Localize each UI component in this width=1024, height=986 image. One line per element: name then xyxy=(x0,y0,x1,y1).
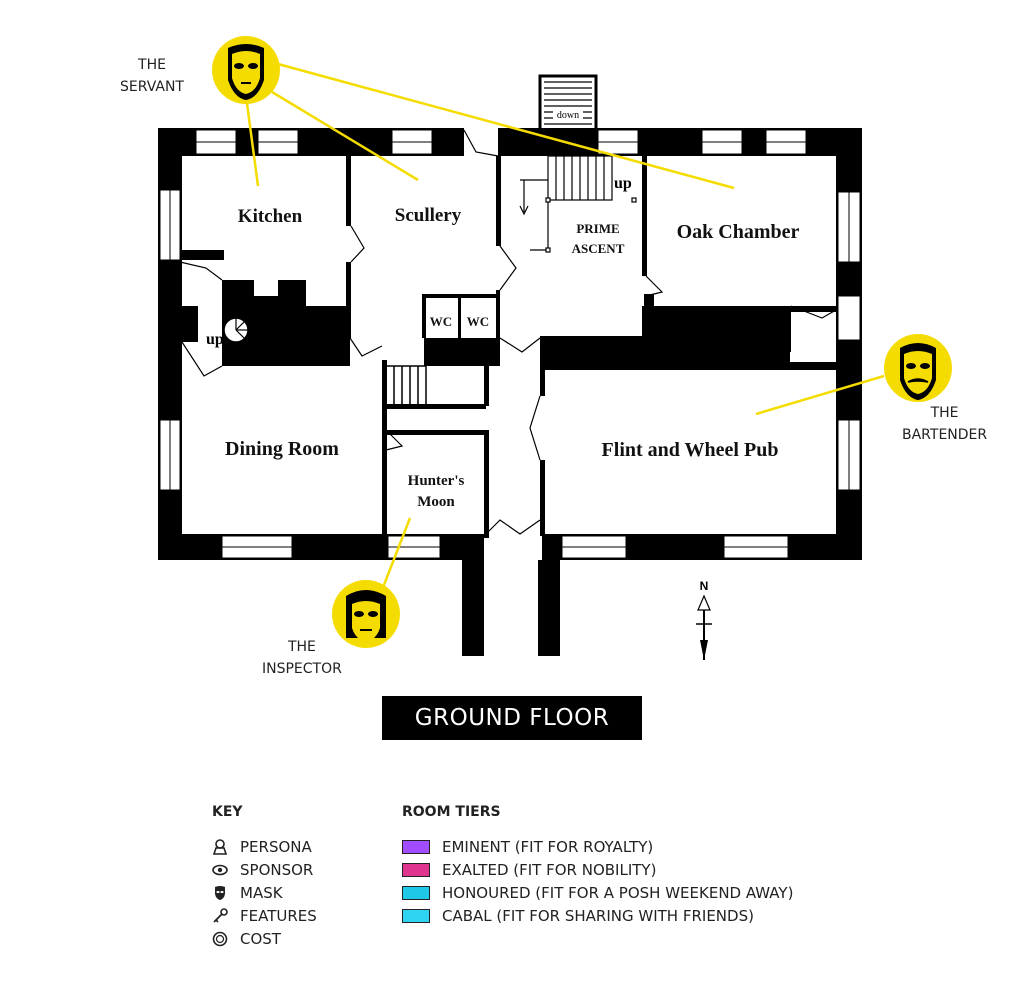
mask-icon xyxy=(215,886,225,900)
inspector-label-line1: THE xyxy=(287,639,316,655)
room-flint-and-wheel-pub: Flint and Wheel Pub xyxy=(602,439,779,461)
tier-label-exalted: EXALTED (FIT FOR NOBILITY) xyxy=(442,861,657,879)
wc-left-label: WC xyxy=(430,314,452,329)
tier-exalted: EXALTED (FIT FOR NOBILITY) xyxy=(402,859,656,881)
room-kitchen: Kitchen xyxy=(238,206,303,227)
tier-swatch-eminent xyxy=(402,840,430,854)
internal-walls xyxy=(158,156,836,560)
key-item-persona: PERSONA xyxy=(212,836,312,858)
key-heading: KEY xyxy=(212,804,243,820)
cost-coin-icon xyxy=(212,931,228,947)
sponsor-eye-icon xyxy=(212,864,228,876)
persona-connectors xyxy=(244,62,885,591)
servant-label-line2: SERVANT xyxy=(120,79,184,95)
inspector-mask-icon[interactable] xyxy=(332,580,400,648)
tier-cabal: CABAL (FIT FOR SHARING WITH FRIENDS) xyxy=(402,905,754,927)
doors xyxy=(165,129,837,537)
key-features-icon xyxy=(213,908,228,923)
chimney-stair-down: down xyxy=(538,74,598,132)
room-prime-ascent-2: ASCENT xyxy=(572,241,625,256)
wc-right-label: WC xyxy=(467,314,489,329)
bartender-mask-icon[interactable] xyxy=(884,334,952,402)
key-item-cost: COST xyxy=(212,928,281,950)
tier-label-honoured: HONOURED (FIT FOR A POSH WEEKEND AWAY) xyxy=(442,884,794,902)
floor-title: GROUND FLOOR xyxy=(382,696,642,740)
floor-plan: down xyxy=(158,36,952,660)
servant-label-line1: THE xyxy=(138,57,166,73)
windows xyxy=(159,129,861,559)
room-scullery: Scullery xyxy=(395,205,462,226)
down-label: down xyxy=(557,110,579,121)
room-dining-room: Dining Room xyxy=(225,438,339,460)
tier-swatch-exalted xyxy=(402,863,430,877)
compass-n-label: N xyxy=(700,579,709,593)
key-label-features: FEATURES xyxy=(240,907,317,925)
bartender-label-line2: BARTENDER xyxy=(902,427,988,443)
servant-mask-icon[interactable] xyxy=(212,36,280,104)
key-item-sponsor: SPONSOR xyxy=(212,859,313,881)
inspector-label-line2: INSPECTOR xyxy=(262,661,342,677)
room-oak-chamber: Oak Chamber xyxy=(677,221,800,243)
tier-swatch-cabal xyxy=(402,909,430,923)
bartender-label-line1: THE xyxy=(930,405,959,421)
key-item-features: FEATURES xyxy=(212,905,317,927)
hall-stair xyxy=(385,365,427,407)
compass-north-arrow-icon: N xyxy=(696,579,712,660)
tiers-heading: ROOM TIERS xyxy=(402,804,501,820)
tier-eminent: EMINENT (FIT FOR ROYALTY) xyxy=(402,836,653,858)
room-hunters-moon-1: Hunter's xyxy=(408,473,465,489)
inspector-label: THE INSPECTOR xyxy=(262,636,342,680)
room-prime-ascent-1: PRIME xyxy=(576,221,619,236)
tier-label-cabal: CABAL (FIT FOR SHARING WITH FRIENDS) xyxy=(442,907,754,925)
bartender-label: THE BARTENDER xyxy=(902,402,987,446)
prime-ascent-stair xyxy=(519,155,637,253)
persona-icon xyxy=(212,839,228,855)
prime-up-label: up xyxy=(614,175,632,192)
key-label-sponsor: SPONSOR xyxy=(240,861,314,879)
tier-swatch-honoured xyxy=(402,886,430,900)
key-label-persona: PERSONA xyxy=(240,838,312,856)
servant-label: THE SERVANT xyxy=(120,54,184,98)
tier-honoured: HONOURED (FIT FOR A POSH WEEKEND AWAY) xyxy=(402,882,793,904)
key-item-mask: MASK xyxy=(212,882,283,904)
room-hunters-moon-2: Moon xyxy=(417,494,455,510)
kitchen-stair: up xyxy=(206,317,249,348)
tier-label-eminent: EMINENT (FIT FOR ROYALTY) xyxy=(442,838,654,856)
key-label-cost: COST xyxy=(240,930,281,948)
kitchen-up-label: up xyxy=(206,331,224,348)
key-label-mask: MASK xyxy=(240,884,283,902)
